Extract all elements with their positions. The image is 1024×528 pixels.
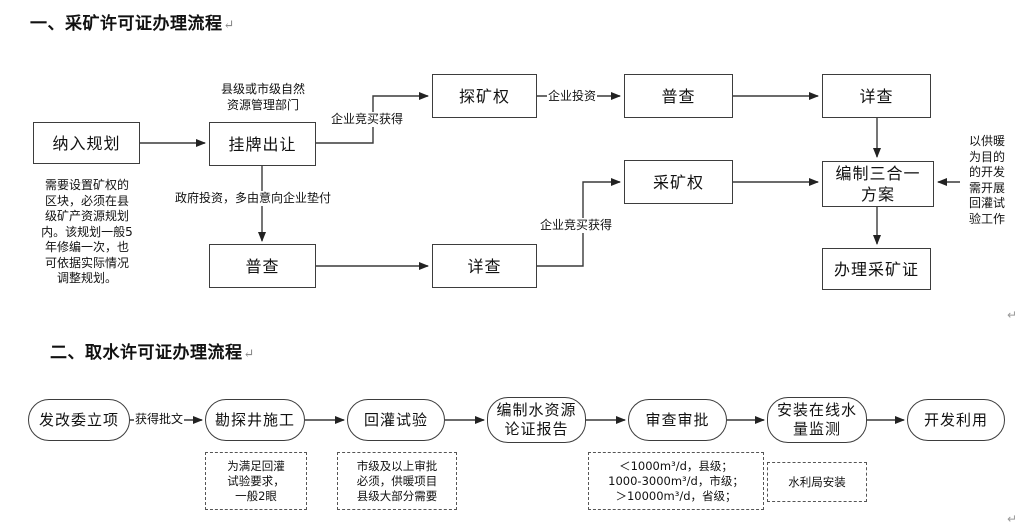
box-listing: 挂牌出让 xyxy=(209,122,316,166)
step-reinjection-test: 回灌试验 xyxy=(347,399,445,441)
box-three-in-one-plan: 编制三合一 方案 xyxy=(822,161,934,207)
label-gov-invest: 政府投资，多由意向企业垫付 xyxy=(175,191,332,206)
box-census-top: 普查 xyxy=(624,74,733,118)
step-review-approval: 审查审批 xyxy=(628,399,727,441)
section2-title: 二、取水许可证办理流程↵ xyxy=(50,343,255,363)
label-bid-top: 企业竞买获得 xyxy=(331,112,404,127)
step-exploration-well: 勘探井施工 xyxy=(205,399,305,441)
label-department: 县级或市级自然 资源管理部门 xyxy=(220,82,305,112)
note-monitoring: 水利局安装 xyxy=(767,462,867,502)
paragraph-mark-icon: ↵ xyxy=(223,18,235,33)
paragraph-mark-icon: ↵ xyxy=(243,347,255,362)
label-enterprise-invest: 企业投资 xyxy=(547,89,598,104)
box-detail-bottom: 详查 xyxy=(432,244,537,288)
note-drill: 为满足回灌 试验要求， 一般2眼 xyxy=(205,452,307,510)
note-reinjection: 市级及以上审批 必须，供暖项目 县级大部分需要 xyxy=(337,452,457,510)
step-water-report: 编制水资源 论证报告 xyxy=(487,397,586,443)
paragraph-mark-icon: ↵ xyxy=(1007,308,1018,322)
box-census-bottom: 普查 xyxy=(209,244,316,288)
box-mining-right: 采矿权 xyxy=(624,160,733,204)
step-development: 开发利用 xyxy=(907,399,1005,441)
box-detail-top: 详查 xyxy=(822,74,931,118)
note-approval-levels: ＜1000m³/d，县级； 1000-3000m³/d，市级； ＞10000m³… xyxy=(588,452,764,510)
box-explore-right: 探矿权 xyxy=(432,74,537,118)
section1-title: 一、采矿许可证办理流程↵ xyxy=(30,14,235,34)
label-bid-bottom: 企业竞买获得 xyxy=(540,218,613,233)
step-ndrc-approval: 发改委立项 xyxy=(28,399,130,441)
step-online-monitoring: 安装在线水 量监测 xyxy=(767,397,867,443)
box-plan: 纳入规划 xyxy=(33,122,140,164)
note-plan: 需要设置矿权的 区块，必须在县 级矿产资源规划 内。该规划一般5 年修编一次，也… xyxy=(41,178,133,285)
note-heating: 以供暖 为目的 的开发 需开展 回灌试 验工作 xyxy=(968,134,1005,226)
box-mining-license: 办理采矿证 xyxy=(822,248,931,290)
label-approval-doc: 获得批文 xyxy=(134,412,185,427)
paragraph-mark-icon: ↵ xyxy=(1007,512,1018,526)
